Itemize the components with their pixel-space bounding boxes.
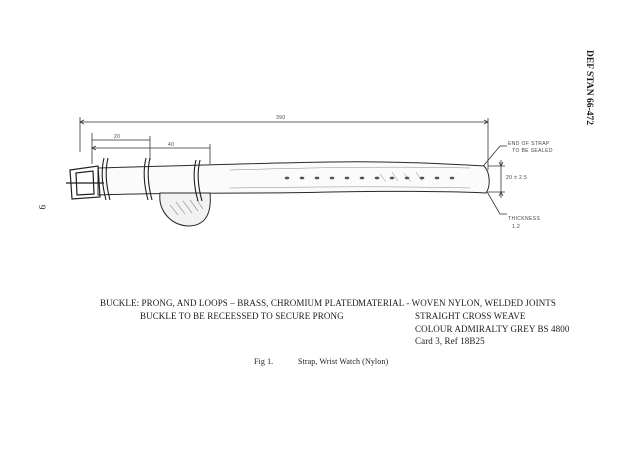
strap-body [97, 161, 490, 196]
buckle [66, 165, 104, 200]
material-note-line3: COLOUR ADMIRALTY GREY BS 4800 [415, 324, 570, 334]
leader-end-note [479, 145, 507, 171]
material-note-line2: STRAIGHT CROSS WEAVE [415, 311, 526, 321]
dim-overall-label: 390 [276, 115, 286, 121]
strap-holes [284, 176, 455, 180]
buckle-note-line1: BUCKLE: PRONG, AND LOOPS – BRASS, CHROMI… [100, 298, 359, 308]
strap-fold [159, 192, 211, 227]
buckle-frame [69, 165, 101, 200]
end-note-line2: TO BE SEALED [512, 148, 553, 154]
figure-title: Strap, Wrist Watch (Nylon) [298, 357, 389, 366]
dim-loop-label: 40 [168, 142, 175, 148]
end-note-line1: END OF STRAP [508, 141, 550, 147]
material-note-line1: MATERIAL - WOVEN NYLON, WELDED JOINTS [358, 298, 557, 308]
thickness-note-line1: THICKNESS [508, 216, 541, 222]
leader-thickness-note [485, 189, 507, 215]
dim-buckle-label: 20 [114, 134, 121, 140]
dim-width-label: 20 ± 2.5 [506, 175, 528, 181]
figure-number: Fig 1. [254, 357, 274, 366]
buckle-note-line2: BUCKLE TO BE RECEESSED TO SECURE PRONG [140, 311, 344, 321]
material-note-line4: Card 3, Ref 18B25 [415, 336, 485, 346]
thickness-note-line2: 1.2 [512, 224, 521, 230]
keeper-loops [101, 157, 203, 202]
